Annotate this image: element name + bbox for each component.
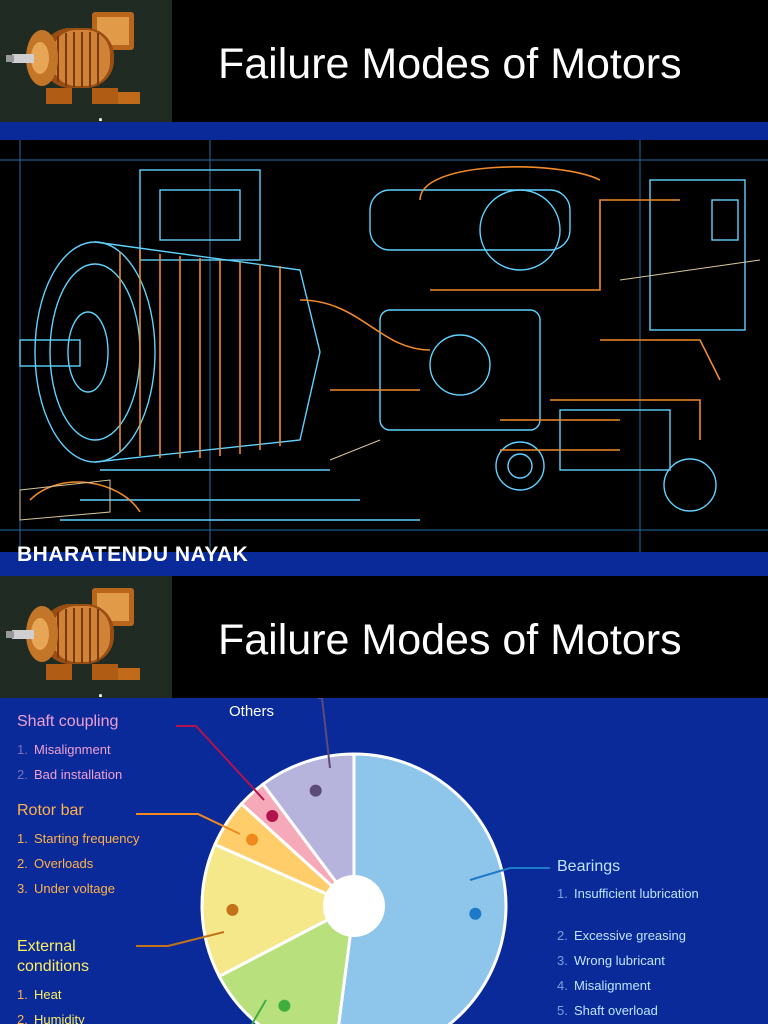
slide-title: Failure Modes of Motors: [218, 616, 682, 664]
list-item: 2.Bad installation: [17, 767, 123, 782]
bearings-leader-line: [469, 867, 550, 881]
failure-donut-chart: [136, 698, 550, 1024]
external-leader-line: [136, 931, 225, 947]
logo-mark: .: [98, 105, 103, 125]
accent-band: [0, 122, 768, 140]
others-label: Others: [229, 703, 275, 720]
donut-slice-external-conditions: [200, 842, 358, 979]
rotor-bar-label: Rotor bar: [17, 802, 84, 819]
slice-marker-dot: [266, 809, 279, 822]
motor-icon: .: [0, 0, 172, 125]
motor-logo: .: [0, 576, 172, 701]
slide-header: . Failure Modes of Motors: [0, 576, 768, 701]
list-item: 1.Insufficient lubrication: [557, 886, 699, 901]
rotor-bar-list: 1.Starting frequency 2.Overloads 3.Under…: [17, 831, 140, 906]
slice-marker-dot: [246, 833, 259, 846]
list-item: 1.Misalignment: [17, 742, 111, 757]
list-item: 5.Shaft overload: [557, 1003, 658, 1018]
green-leader-line: [251, 999, 267, 1024]
bearings-list: 1.Insufficient lubrication 2.Excessive g…: [557, 886, 724, 1024]
list-item: 2.Overloads: [17, 856, 94, 871]
donut-slice-bearings: [337, 752, 508, 1024]
external-conditions-list: 1.Heat 2.Humidity: [17, 987, 85, 1024]
list-item: 2.Excessive greasing: [557, 928, 686, 943]
motor-logo: .: [0, 0, 172, 125]
slice-marker-dot: [226, 903, 239, 916]
logo-mark: .: [98, 681, 103, 701]
motor-blueprint-illustration: [0, 140, 768, 552]
slide-header: . Failure Modes of Motors: [0, 0, 768, 125]
donut-hole: [323, 875, 385, 937]
shaft-coupling-list: 1.Misalignment 2.Bad installation: [17, 742, 122, 792]
list-item: 4.Misalignment: [557, 978, 651, 993]
slice-marker-dot: [469, 907, 482, 920]
shaft-coupling-leader-line: [176, 725, 265, 801]
bearings-label: Bearings: [557, 858, 621, 875]
external-conditions-label: External conditions: [17, 938, 90, 975]
svg-text:.: .: [98, 681, 103, 698]
list-item: 1.Starting frequency: [17, 831, 140, 846]
chart-panel: Others Shaft coupling 1.Misalignment 2.B…: [0, 698, 768, 1024]
donut-slice-unlabeled-1: [217, 903, 356, 1024]
donut-slice-others: [260, 752, 356, 911]
rotor-bar-leader-line: [136, 813, 241, 835]
blueprint-icon: [0, 140, 768, 552]
list-item: 2.Humidity: [17, 1012, 85, 1024]
motor-icon: .: [0, 576, 172, 701]
slide-title: Failure Modes of Motors: [218, 40, 682, 88]
author-name: BHARATENDU NAYAK: [17, 543, 249, 566]
list-item: 1.Heat: [17, 987, 62, 1002]
list-item: 3.Under voltage: [17, 881, 115, 896]
svg-text:.: .: [98, 105, 103, 122]
list-item: 3.Wrong lubricant: [557, 953, 665, 968]
author-band: [0, 552, 768, 576]
title-slide: . Failure Modes of Motors: [0, 0, 768, 576]
others-leader-line: [318, 698, 331, 769]
failure-modes-slide: . Failure Modes of Motors Others Shaft c…: [0, 576, 768, 1024]
slice-marker-dot: [309, 784, 322, 797]
slice-marker-dot: [278, 999, 291, 1012]
shaft-coupling-label: Shaft coupling: [17, 713, 119, 730]
